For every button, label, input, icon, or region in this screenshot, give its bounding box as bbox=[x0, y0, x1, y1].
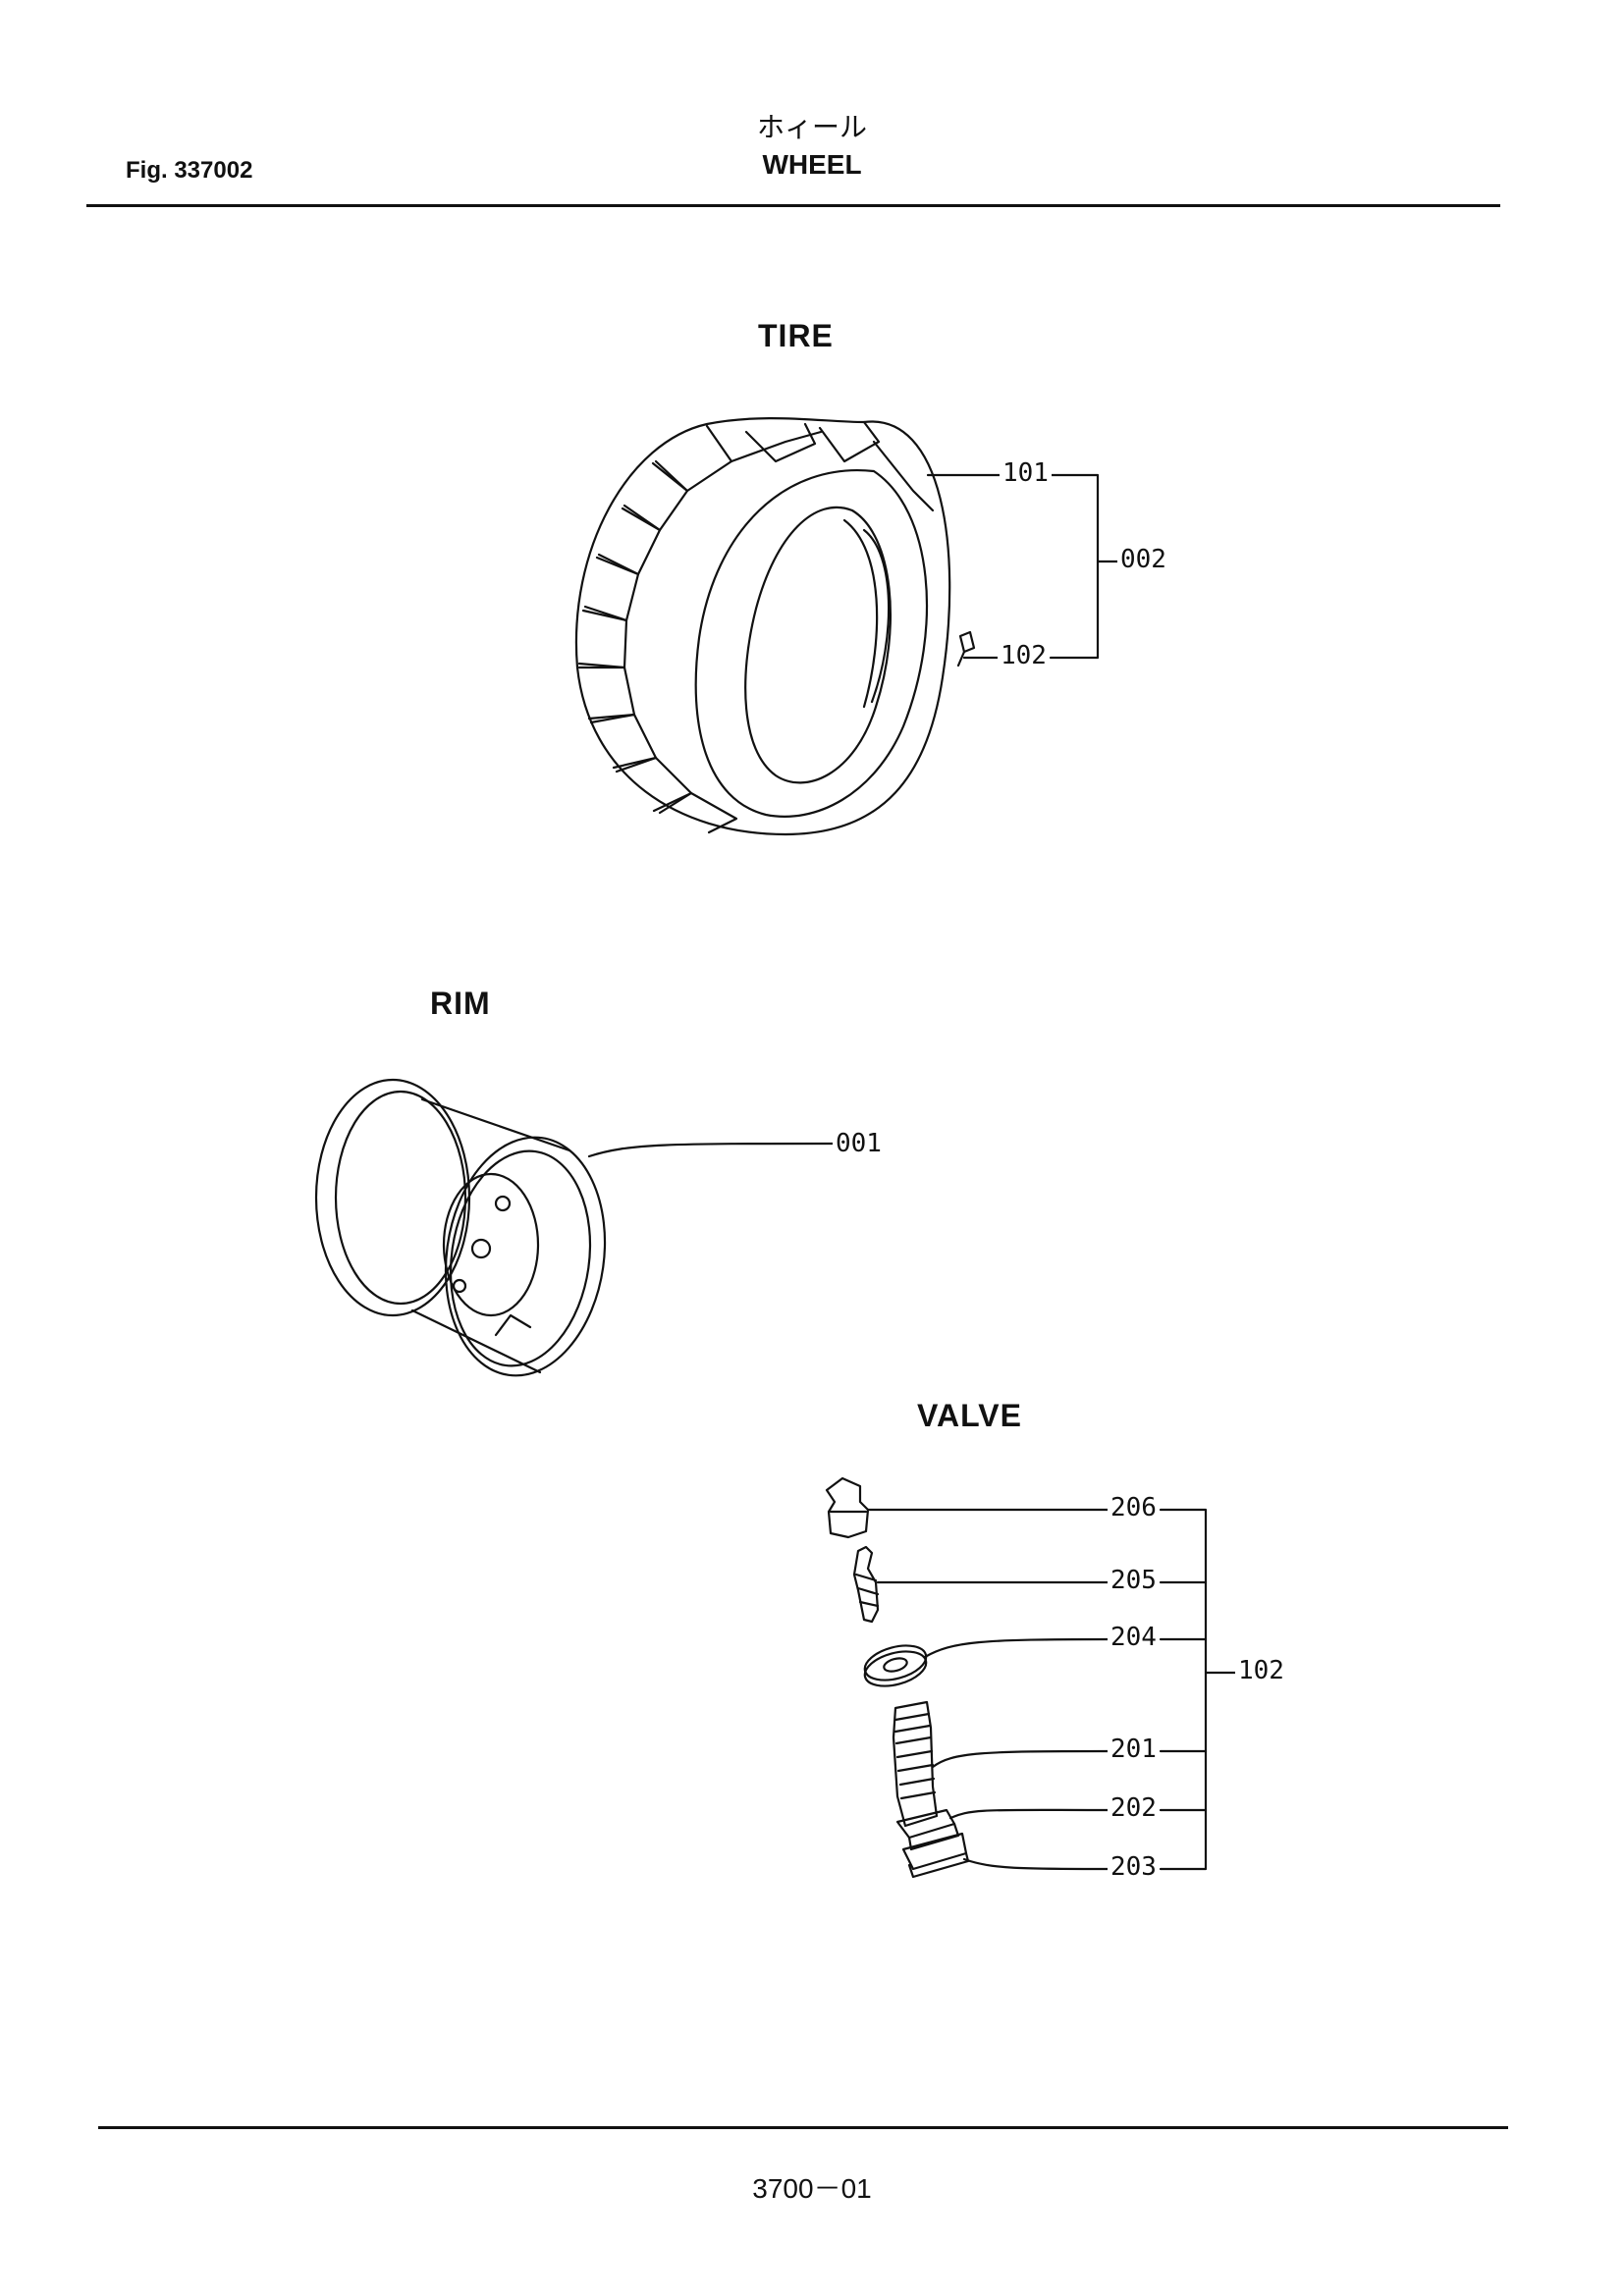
leader-201 bbox=[931, 1749, 1111, 1769]
figure-number: Fig. 337002 bbox=[126, 157, 253, 184]
callout-204: 204 bbox=[1108, 1623, 1160, 1652]
rim-drawing bbox=[314, 1078, 607, 1377]
title-japanese: ホィール bbox=[756, 112, 867, 142]
section-title-tire: TIRE bbox=[758, 318, 834, 353]
callout-101: 101 bbox=[1000, 458, 1052, 488]
callout-201: 201 bbox=[1108, 1735, 1160, 1764]
callout-102-valve: 102 bbox=[1235, 1656, 1287, 1685]
bracket-002 bbox=[1047, 473, 1100, 660]
callout-205: 205 bbox=[1108, 1566, 1160, 1595]
leader-203 bbox=[962, 1857, 1111, 1871]
callout-102-tire: 102 bbox=[998, 641, 1050, 670]
valve-drawing bbox=[825, 1476, 970, 1879]
section-title-valve: VALVE bbox=[917, 1398, 1022, 1433]
title-english: WHEEL bbox=[762, 149, 862, 180]
callout-001: 001 bbox=[833, 1129, 885, 1158]
leader-202 bbox=[948, 1808, 1111, 1820]
callout-206: 206 bbox=[1108, 1493, 1160, 1522]
leader-001 bbox=[587, 1142, 837, 1158]
callout-202: 202 bbox=[1108, 1793, 1160, 1823]
section-title-rim: RIM bbox=[430, 986, 491, 1021]
header-rule bbox=[86, 204, 1500, 207]
tire-drawing bbox=[574, 416, 976, 836]
page-number: 3700－01 bbox=[752, 2173, 872, 2204]
bracket-102 bbox=[1159, 1508, 1208, 1871]
callout-002: 002 bbox=[1117, 545, 1169, 574]
leader-204 bbox=[923, 1637, 1111, 1659]
callout-203: 203 bbox=[1108, 1852, 1160, 1882]
footer-rule bbox=[98, 2126, 1508, 2129]
